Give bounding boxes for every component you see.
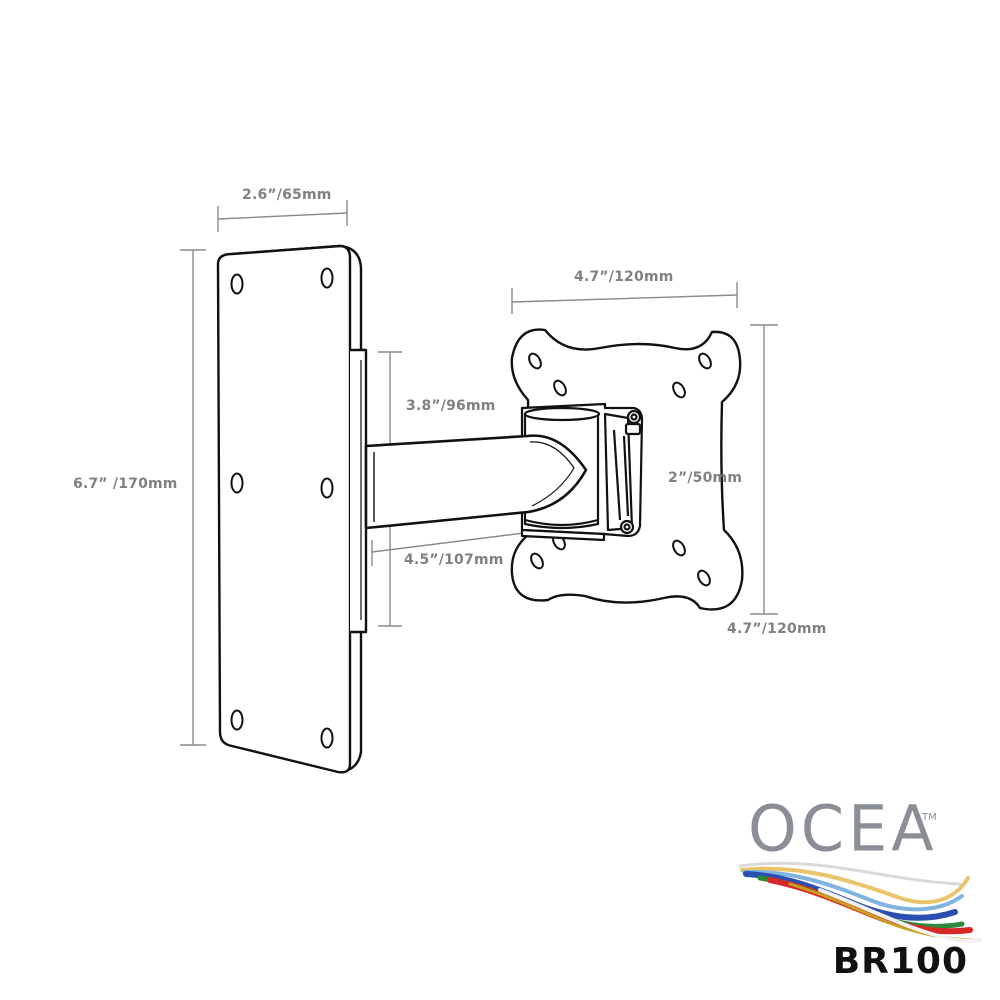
vesa-hole: [672, 381, 686, 399]
vesa-width-line: [511, 294, 738, 303]
plate-width-line: [217, 212, 348, 220]
model-number: BR100: [832, 941, 968, 982]
vesa-hole: [553, 379, 567, 397]
plate-width-label: 2.6”/65mm: [242, 187, 332, 203]
plate-hole: [230, 709, 244, 731]
vesa-hole: [528, 352, 542, 370]
arm: [364, 434, 588, 530]
vesa-hole: [530, 552, 544, 570]
arm-extension-line: [371, 529, 549, 553]
trademark-mark: TM: [922, 812, 937, 823]
plate-hole: [320, 267, 334, 289]
plate-hole: [230, 273, 244, 295]
vesa-hole: [672, 539, 686, 557]
vesa-height-label: 4.7”/120mm: [727, 621, 827, 637]
logo-swoosh: [738, 861, 982, 943]
plate-hole: [320, 727, 334, 749]
brand-logo: OCEA: [748, 791, 938, 866]
arm-extension-label: 4.5”/107mm: [404, 552, 504, 568]
plate-hole: [320, 477, 334, 499]
vesa-hole: [697, 569, 711, 587]
wall-plate: [216, 244, 368, 774]
plate-holes: [230, 267, 334, 749]
vesa-hole: [698, 352, 712, 370]
plate-height-label: 6.7” /170mm: [73, 476, 178, 492]
vesa-width-label: 4.7”/120mm: [574, 269, 674, 285]
arm-offset-label: 3.8”/96mm: [406, 398, 496, 414]
plate-hole: [230, 472, 244, 494]
hinge-height-label: 2”/50mm: [668, 470, 743, 486]
